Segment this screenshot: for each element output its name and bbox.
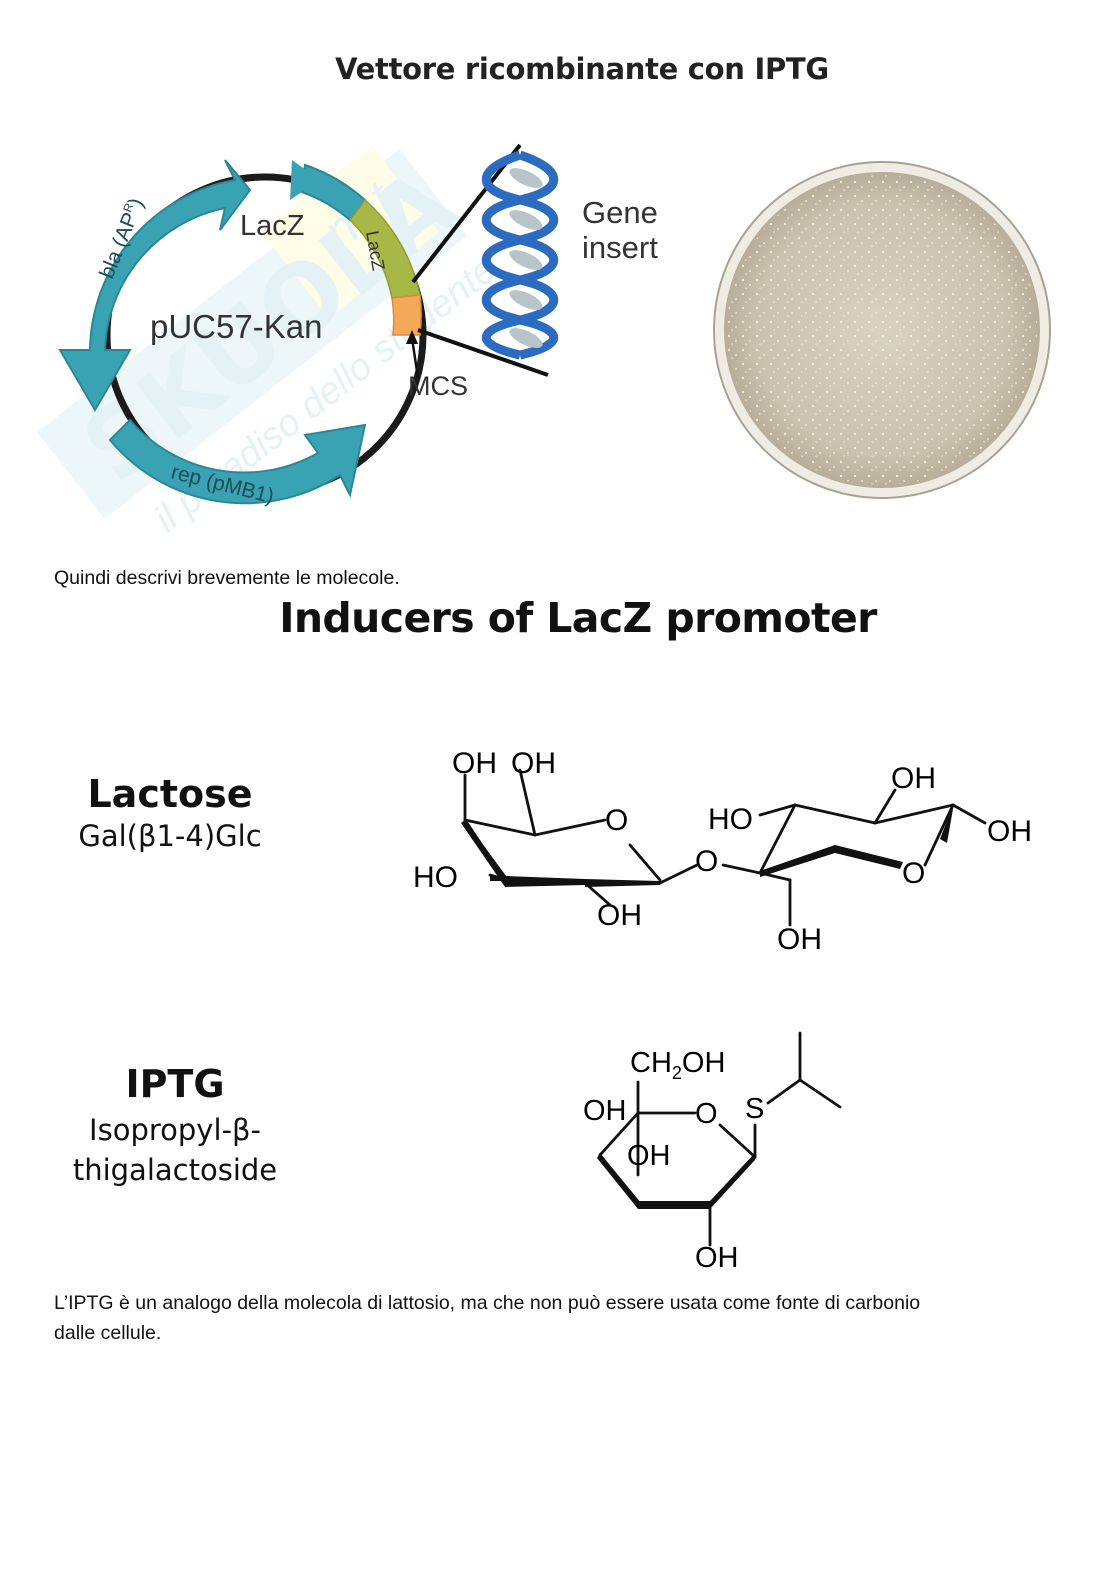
insert-line-top — [411, 143, 522, 284]
iptg-name: IPTG — [125, 1062, 225, 1106]
lactose-oh-bottom2: OH — [777, 923, 822, 956]
lactose-ho-left: HO — [413, 861, 458, 894]
iptg-ch2oh: CH2OH — [630, 1047, 725, 1083]
bacterial-colonies — [727, 175, 1037, 485]
lactose-bridge-o: O — [695, 845, 718, 878]
iptg-oh-bottom: OH — [695, 1242, 739, 1274]
lactose-oh-bottom1: OH — [597, 899, 642, 932]
plasmid-map-diagram: SKUOLA net il paradiso dello studente La… — [36, 143, 658, 540]
insert-line-bottom — [417, 328, 549, 377]
iptg-ring-o: O — [695, 1098, 718, 1130]
lactose-ring-o2: O — [902, 857, 925, 890]
iptg-fullname-line2: thigalactoside — [72, 1153, 278, 1187]
lactose-structure: OH OH O HO OH O HO OH OH O OH — [413, 747, 1032, 956]
petri-dish-photo — [713, 161, 1051, 499]
iptg-caption: IPTG Isopropyl-β- thigalactoside — [55, 1062, 295, 1190]
lactose-formula: Gal(β1-4)Glc — [78, 819, 262, 853]
paragraph-iptg-line1: L’IPTG è un analogo della molecola di la… — [54, 1292, 921, 1314]
lactose-oh-far-right: OH — [987, 815, 1032, 848]
paragraph-iptg-analog: L’IPTG è un analogo della molecola di la… — [54, 1288, 920, 1348]
lacz-outer-label: LacZ — [240, 210, 304, 242]
lactose-ho-right: HO — [708, 803, 753, 836]
mcs-pointer-head — [406, 330, 418, 344]
paragraph-iptg-line2: dalle cellule. — [54, 1322, 162, 1344]
iptg-fullname-line1: Isopropyl-β- — [89, 1113, 261, 1147]
iptg-sulfur: S — [745, 1093, 764, 1125]
mcs-block — [391, 294, 422, 336]
mcs-pointer — [410, 337, 420, 379]
gene-insert-helix — [482, 150, 558, 360]
lactose-oh-top1: OH — [452, 747, 497, 780]
iptg-oh-left: OH — [583, 1095, 627, 1127]
lactose-caption: Lactose Gal(β1-4)Glc — [55, 772, 285, 856]
iptg-oh-mid: OH — [627, 1140, 671, 1172]
paragraph-describe-molecules: Quindi descrivi brevemente le molecole. — [54, 567, 400, 589]
lacz-arrowhead — [290, 160, 320, 200]
rep-arrow — [108, 418, 367, 505]
lactose-ring-o1: O — [605, 804, 628, 837]
lactose-oh-top2: OH — [511, 747, 556, 780]
lactose-oh-top-right: OH — [891, 762, 936, 795]
iptg-structure: CH2OH OH O S OH OH — [583, 1031, 842, 1274]
mcs-label: MCS — [408, 371, 468, 401]
lactose-name: Lactose — [87, 772, 253, 816]
inducers-heading: Inducers of LacZ promoter — [279, 594, 877, 642]
figure-title: Vettore ricombinante con IPTG — [335, 52, 829, 86]
gene-insert-label-line1: Gene — [582, 195, 658, 230]
plasmid-name-label: pUC57-Kan — [150, 308, 322, 345]
gene-insert-label-line2: insert — [582, 230, 658, 265]
bla-arrow — [58, 159, 252, 412]
